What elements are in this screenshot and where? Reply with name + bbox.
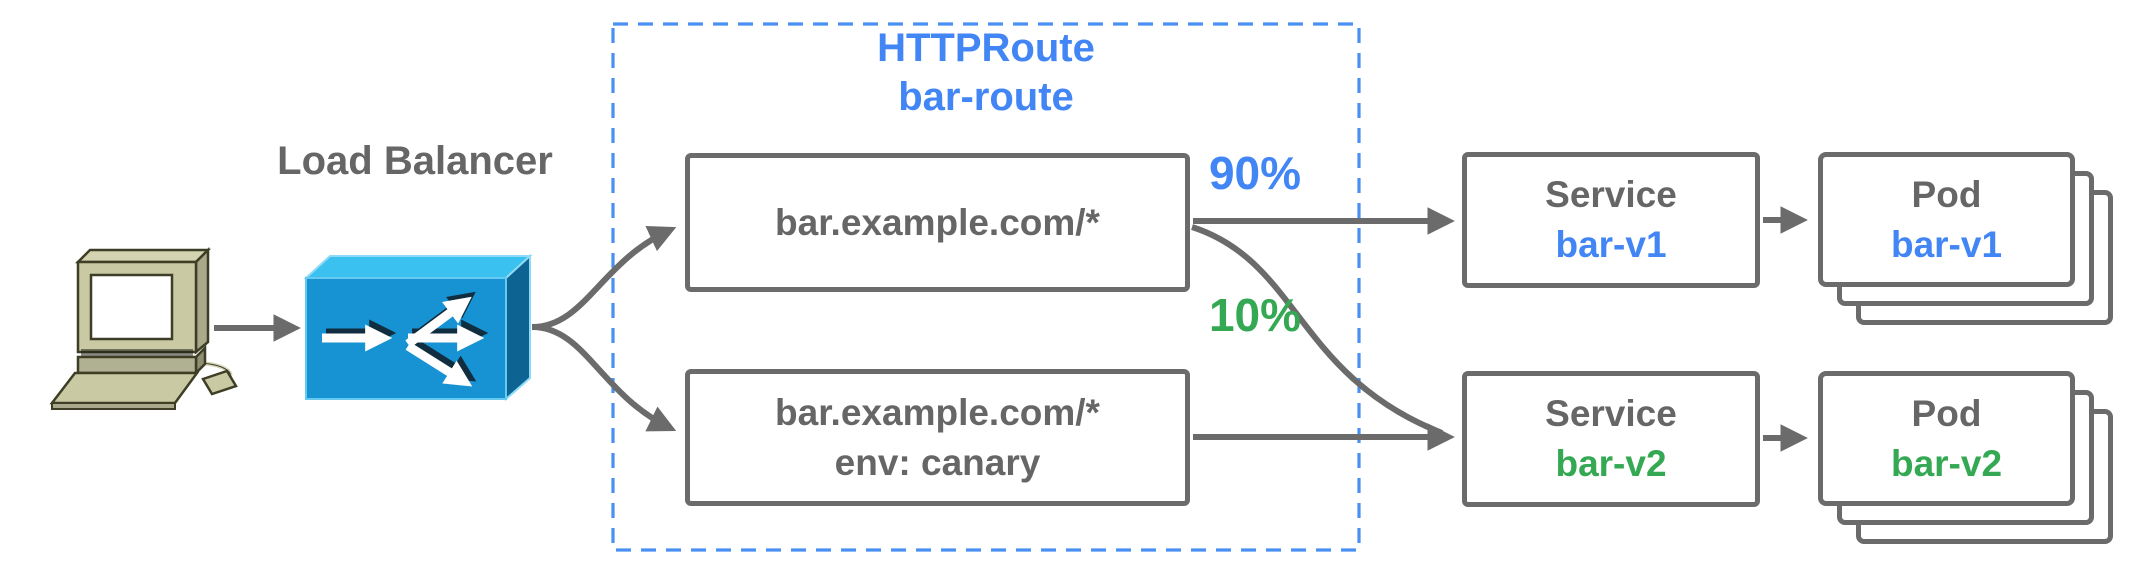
httproute-label: HTTPRoute bar-route	[786, 24, 1186, 122]
pod-name-label: bar-v2	[1890, 442, 2003, 484]
httproute-name-label: bar-route	[898, 75, 1074, 119]
traffic-weight-10-label: 10%	[1208, 289, 1302, 341]
load-balancer-fanout-icon	[303, 253, 533, 402]
pod-kind-label: Pod	[1911, 392, 1982, 434]
route1-to-service2-curve	[1191, 224, 1444, 436]
lb-to-route1-arrow	[531, 226, 677, 330]
traffic-weight-90-label: 90%	[1208, 147, 1302, 199]
route-header-text-2: env: canary	[834, 441, 1041, 483]
desktop-computer-icon	[49, 246, 238, 410]
pod-name-label: bar-v1	[1890, 223, 2003, 265]
service-kind-label: Service	[1545, 393, 1677, 434]
httproute-kind-label: HTTPRoute	[877, 26, 1095, 70]
service-kind-label: Service	[1545, 174, 1677, 215]
route-match-text-2: bar.example.com/*	[775, 391, 1100, 433]
load-balancer-label: Load Balancer	[277, 139, 553, 183]
pod-card-front: Pod bar-v2	[1818, 371, 2075, 506]
route-match-box-2: bar.example.com/* env: canary	[685, 369, 1190, 506]
lb-to-route2-arrow	[531, 324, 677, 432]
service-box-bar-v2: Service bar-v2	[1462, 371, 1760, 507]
service-box-bar-v1: Service bar-v1	[1462, 152, 1760, 288]
pod-stack-bar-v2: Pod bar-v2	[1818, 371, 2114, 545]
httproute-dashed-boundary	[611, 22, 1361, 552]
service-name-label: bar-v1	[1555, 224, 1667, 265]
route-match-box-1: bar.example.com/*	[685, 153, 1190, 292]
pod-card-front: Pod bar-v1	[1818, 152, 2075, 287]
pod-stack-bar-v1: Pod bar-v1	[1818, 152, 2114, 326]
service-name-label: bar-v2	[1555, 443, 1667, 484]
pod-kind-label: Pod	[1911, 173, 1982, 215]
route-match-text-1: bar.example.com/*	[775, 201, 1100, 243]
